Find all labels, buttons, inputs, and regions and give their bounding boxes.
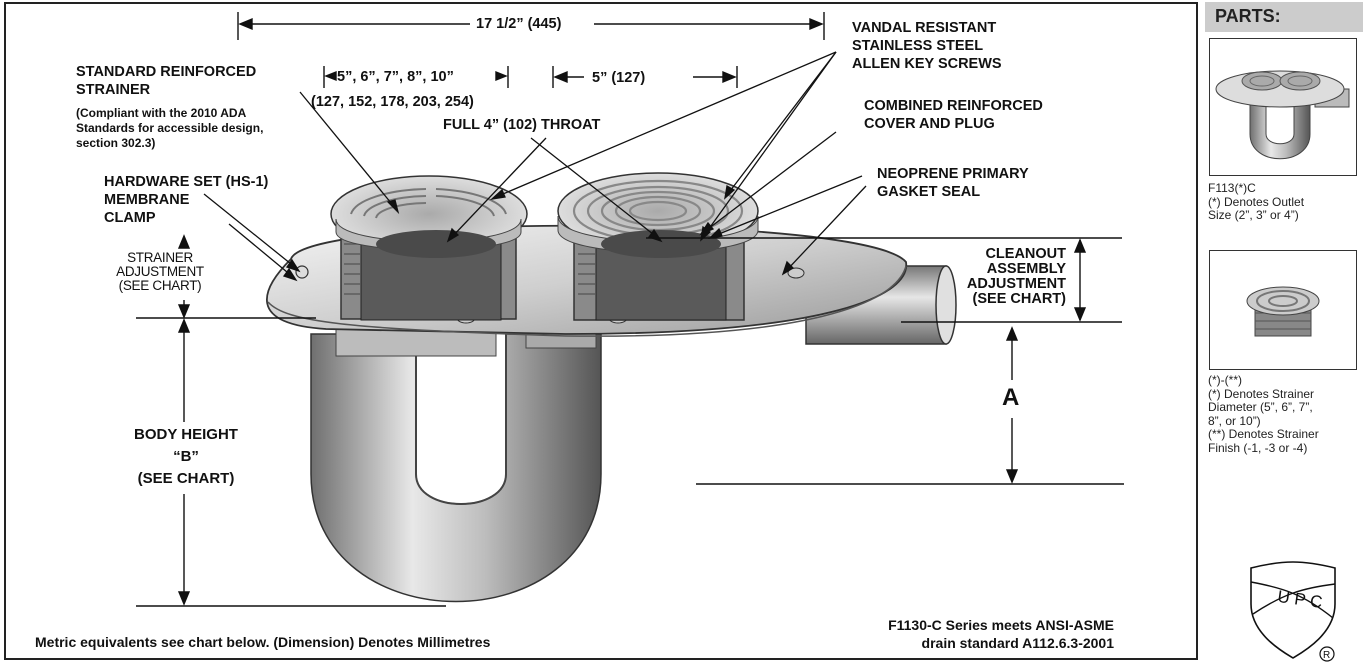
vandal-resistant-label: VANDAL RESISTANT STAINLESS STEEL ALLEN K… [852,19,1002,73]
throat-label: FULL 4” (102) THROAT [443,117,601,133]
ada-compliance-note: (Compliant with the 2010 ADA Standards f… [76,106,263,151]
strainer-adjustment-label: STRAINER ADJUSTMENT (SEE CHART) [86,251,234,293]
part2-line4: 8”, or 10”) [1208,413,1261,428]
part2-line2: (*) Denotes Strainer [1208,386,1315,401]
standard-strainer-line1: STANDARD REINFORCED [76,64,257,80]
membrane-line1: MEMBRANE [104,192,190,208]
drain-illustration [136,12,1124,607]
vandal-line3: ALLEN KEY SCREWS [852,56,1002,72]
drawing-frame: 17 1/2” (445) 5”, 6”, 7”, 8”, 10” (127, … [4,2,1198,660]
overall-width-dimension: 17 1/2” (445) [476,16,562,32]
ada-line3: section 302.3) [76,136,156,150]
cleanout-line4: (SEE CHART) [972,291,1066,307]
part2-line3: Diameter (5”, 6”, 7”, [1208,400,1313,414]
part2-line5: (**) Denotes Strainer [1208,427,1319,441]
part1-line1: F113(*)C [1208,181,1256,195]
body-line2: “B” [173,448,199,465]
right-strainer [557,172,759,321]
neoprene-line1: NEOPRENE PRIMARY [877,166,1029,182]
part2-line6: Finish (-1, -3 or -4) [1208,440,1308,455]
hardware-set-label: HARDWARE SET (HS-1) [104,174,269,190]
standard-strainer-line2: STRAINER [76,82,151,98]
strainer-adj-line3: (SEE CHART) [118,278,202,293]
cleanout-line3: ADJUSTMENT [966,276,1066,292]
body-line1: BODY HEIGHT [134,426,238,443]
standard-strainer-label: STANDARD REINFORCED STRAINER [76,63,256,99]
vandal-line1: VANDAL RESISTANT [852,20,997,36]
standard-line2: drain standard A112.6.3-2001 [921,635,1114,651]
dimension-a-label: A [1002,384,1020,411]
part1-line3: Size (2”, 3” or 4”) [1208,208,1299,222]
neoprene-line2: GASKET SEAL [877,184,981,200]
cleanout-line2: ASSEMBLY [986,261,1066,277]
part2-line1: (*)-(**) [1208,373,1242,387]
strainer-sizes-mm: (127, 152, 178, 203, 254) [311,94,474,110]
strainer-sizes-dimension: 5”, 6”, 7”, 8”, 10” [337,69,454,85]
strainer-adj-line2: ADJUSTMENT [116,264,204,279]
cleanout-adjustment-label: CLEANOUT ASSEMBLY ADJUSTMENT (SEE CHART) [958,247,1066,307]
upc-certification-icon: U P C R [1250,561,1336,662]
ada-line1: (Compliant with the 2010 ADA [76,106,247,120]
neoprene-gasket-label: NEOPRENE PRIMARY GASKET SEAL [877,165,1029,201]
body-line3: (SEE CHART) [137,470,235,487]
part-strainer-image [1209,250,1357,370]
left-strainer [330,175,528,321]
combined-line2: COVER AND PLUG [864,116,995,132]
membrane-clamp-label: MEMBRANE CLAMP [104,191,189,227]
ansi-standard-note: F1130-C Series meets ANSI-ASME drain sta… [808,616,1114,652]
combined-cover-label: COMBINED REINFORCED COVER AND PLUG [864,97,1043,133]
ada-line2: Standards for accessible design, [76,121,264,135]
strainer-thumbnail [1246,286,1320,337]
vandal-line2: STAINLESS STEEL [852,38,984,54]
drain-body-thumbnail [1215,70,1350,160]
part2-caption: (*)-(**) (*) Denotes Strainer Diameter (… [1208,373,1319,455]
leader-lines [203,51,867,282]
strainer-adj-line1: STRAINER [127,250,193,265]
trap-body [310,325,602,603]
cleanout-dimension: 5” (127) [592,70,646,86]
membrane-line2: CLAMP [104,210,156,226]
cleanout-line1: CLEANOUT [985,246,1066,262]
standard-line1: F1130-C Series meets ANSI-ASME [888,617,1114,633]
part1-caption: F113(*)C (*) Denotes Outlet Size (2”, 3”… [1208,181,1305,223]
parts-panel: PARTS: F113(*)C (*) Denotes Outlet Size … [1205,2,1363,664]
part-body-image [1209,38,1357,176]
part1-line2: (*) Denotes Outlet [1208,194,1305,209]
metric-note: Metric equivalents see chart below. (Dim… [35,634,491,650]
combined-line1: COMBINED REINFORCED [864,98,1043,114]
svg-text:R: R [1323,650,1330,661]
parts-title: PARTS: [1215,6,1281,26]
parts-header: PARTS: [1205,2,1363,32]
body-height-label: BODY HEIGHT “B” (SEE CHART) [101,424,271,490]
dimension-lines [136,12,1124,607]
